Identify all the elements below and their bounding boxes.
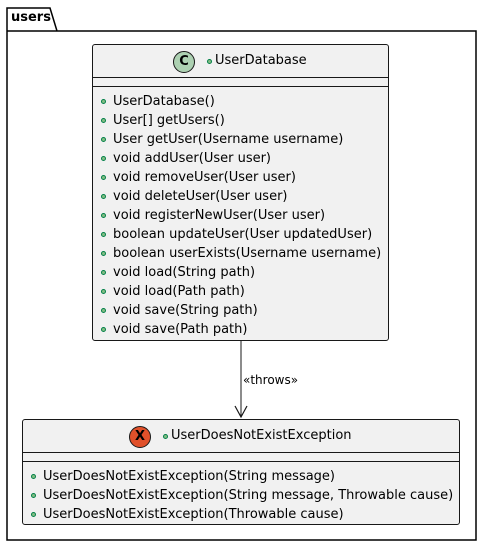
public-method-icon: [101, 118, 106, 123]
method-item: void deleteUser(User user): [93, 187, 388, 206]
method-item: UserDoesNotExistException(String message…: [23, 486, 459, 505]
method-item: User getUser(Username username): [93, 130, 388, 149]
public-method-icon: [31, 474, 36, 479]
method-item: void save(String path): [93, 301, 388, 320]
fields-compartment: [93, 78, 388, 87]
method-item: void load(Path path): [93, 282, 388, 301]
public-visibility-icon: [163, 434, 168, 439]
public-method-icon: [101, 175, 106, 180]
method-item: void registerNewUser(User user): [93, 206, 388, 225]
throws-arrow-head: [234, 405, 248, 419]
public-method-icon: [101, 232, 106, 237]
throws-label: «throws»: [243, 373, 299, 387]
method-item: void removeUser(User user): [93, 168, 388, 187]
method-item: void load(String path): [93, 263, 388, 282]
method-item: UserDoesNotExistException(String message…: [23, 467, 459, 486]
package-label: users: [11, 10, 51, 25]
public-method-icon: [101, 156, 106, 161]
method-item: boolean updateUser(User updatedUser): [93, 225, 388, 244]
methods-compartment: UserDatabase() User[] getUsers() User ge…: [93, 87, 388, 339]
method-item: void save(Path path): [93, 320, 388, 339]
method-item: UserDatabase(): [93, 92, 388, 111]
method-item: boolean userExists(Username username): [93, 244, 388, 263]
method-item: UserDoesNotExistException(Throwable caus…: [23, 505, 459, 524]
public-method-icon: [101, 213, 106, 218]
method-item: User[] getUsers(): [93, 111, 388, 130]
public-method-icon: [101, 308, 106, 313]
exception-stereotype-icon: X: [129, 426, 151, 448]
public-method-icon: [101, 99, 106, 104]
public-method-icon: [101, 194, 106, 199]
package-frame: [6, 7, 477, 541]
public-method-icon: [101, 327, 106, 332]
class-header: X UserDoesNotExistException: [23, 420, 459, 453]
public-method-icon: [31, 493, 36, 498]
public-method-icon: [31, 512, 36, 517]
method-item: void addUser(User user): [93, 149, 388, 168]
methods-compartment: UserDoesNotExistException(String message…: [23, 462, 459, 524]
class-userdatabase[interactable]: C UserDatabase UserDatabase() User[] get…: [92, 44, 389, 341]
public-method-icon: [101, 251, 106, 256]
class-header: C UserDatabase: [93, 45, 388, 78]
class-name: UserDatabase: [215, 53, 307, 68]
class-stereotype-icon: C: [173, 51, 195, 73]
public-method-icon: [101, 289, 106, 294]
class-name: UserDoesNotExistException: [171, 428, 352, 443]
fields-compartment: [23, 453, 459, 462]
public-method-icon: [101, 137, 106, 142]
class-userdoesnotexistexception[interactable]: X UserDoesNotExistException UserDoesNotE…: [22, 419, 460, 525]
public-visibility-icon: [207, 59, 212, 64]
public-method-icon: [101, 270, 106, 275]
